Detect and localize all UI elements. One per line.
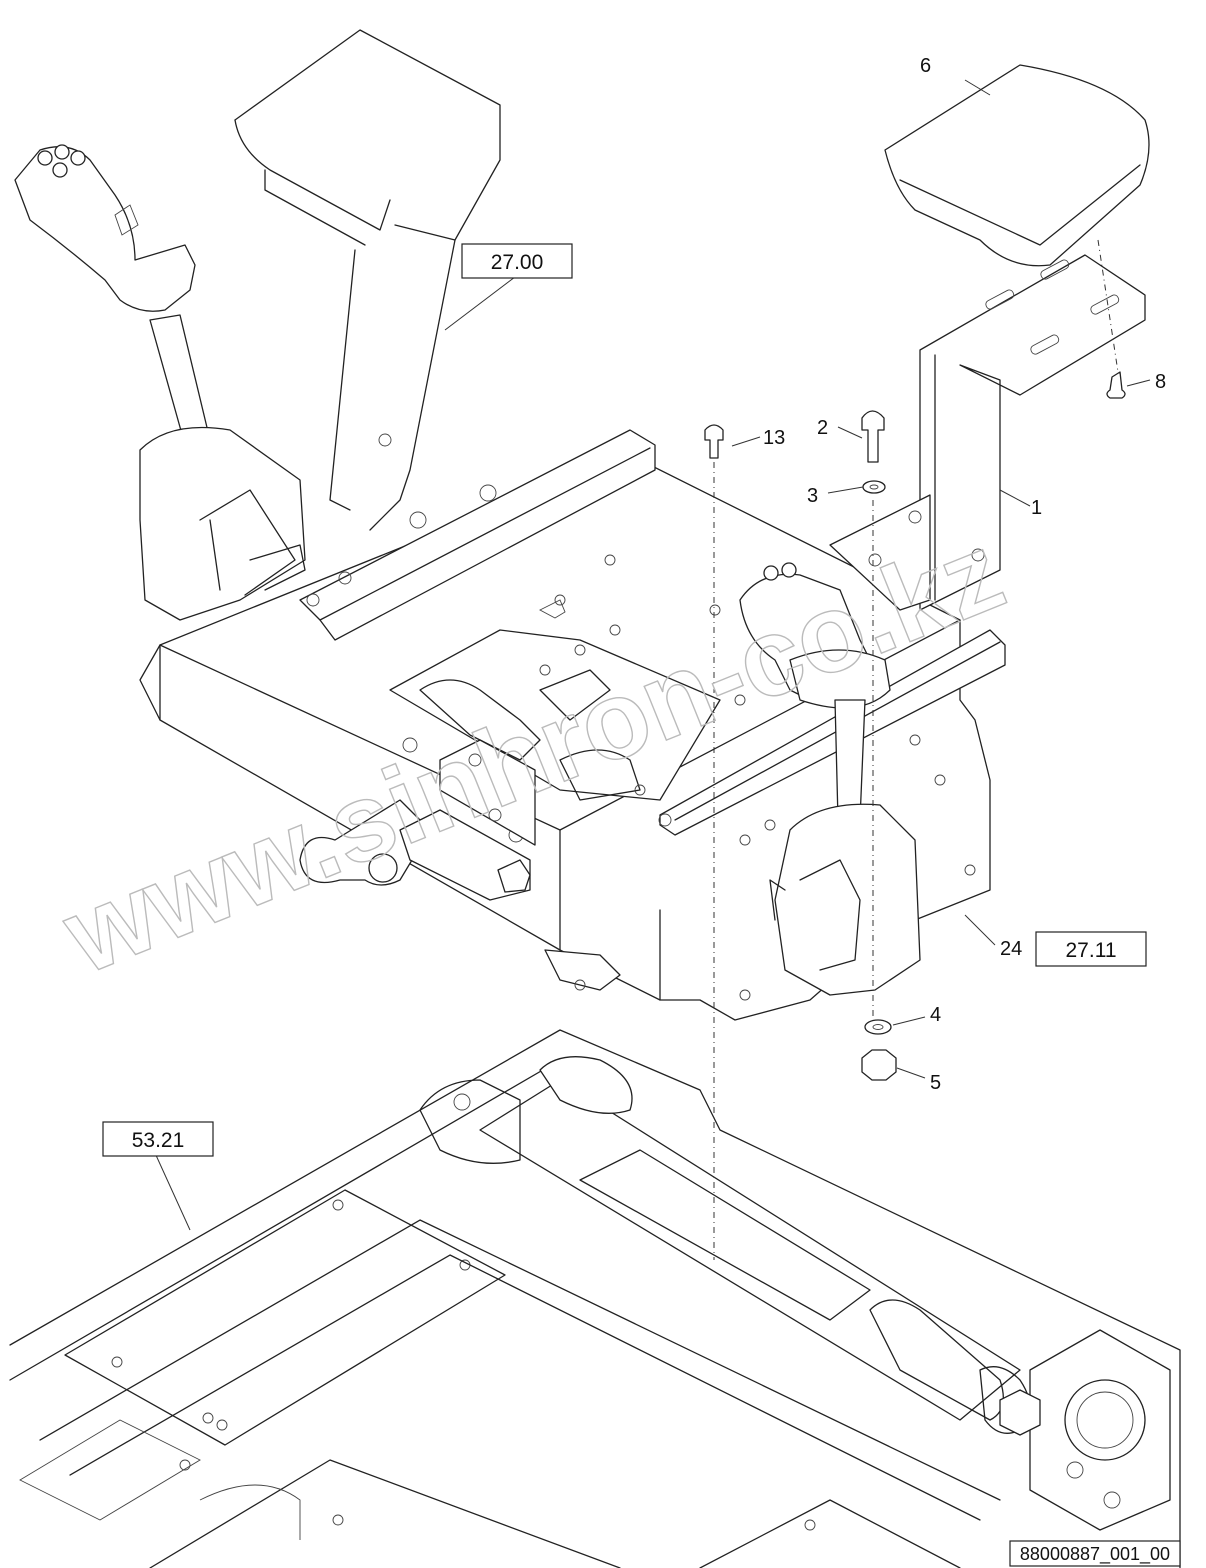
part-label-3: 3 (807, 485, 818, 507)
right-joystick (739, 562, 921, 996)
section-reference-27-11: 27.11 (1035, 931, 1147, 967)
drawing-code-box: 88000887_001_00 (1009, 1540, 1181, 1567)
drawing-code-text: 88000887_001_00 (1020, 1544, 1170, 1565)
part-label-5: 5 (930, 1072, 941, 1094)
section-ref-text: 27.00 (491, 251, 544, 274)
armrest-bracket (829, 254, 1146, 611)
section-ref-text: 27.11 (1066, 939, 1117, 962)
chassis-frame (9, 1029, 1181, 1568)
section-ref-text: 53.21 (132, 1129, 185, 1152)
seat-back-outline (234, 29, 501, 531)
part-label-13: 13 (763, 427, 785, 449)
section-reference-27-00: 27.00 (461, 243, 573, 279)
fasteners (704, 371, 1126, 1081)
armrest-pad (884, 64, 1150, 267)
part-label-4: 4 (930, 1004, 941, 1026)
slide-rails (299, 429, 1006, 836)
assembly-axis-lines (713, 239, 1119, 1260)
leader-lines (154, 79, 1151, 1231)
left-joystick (14, 144, 306, 621)
part-labels: 6 8 13 2 3 1 24 4 5 (763, 55, 1166, 1094)
part-label-2: 2 (817, 417, 828, 439)
part-label-24: 24 (1000, 938, 1022, 960)
part-label-8: 8 (1155, 371, 1166, 393)
slide-adjust-lever (299, 739, 536, 901)
part-label-1: 1 (1031, 497, 1042, 519)
part-label-6: 6 (920, 55, 931, 77)
section-reference-53-21: 53.21 (102, 1121, 214, 1157)
